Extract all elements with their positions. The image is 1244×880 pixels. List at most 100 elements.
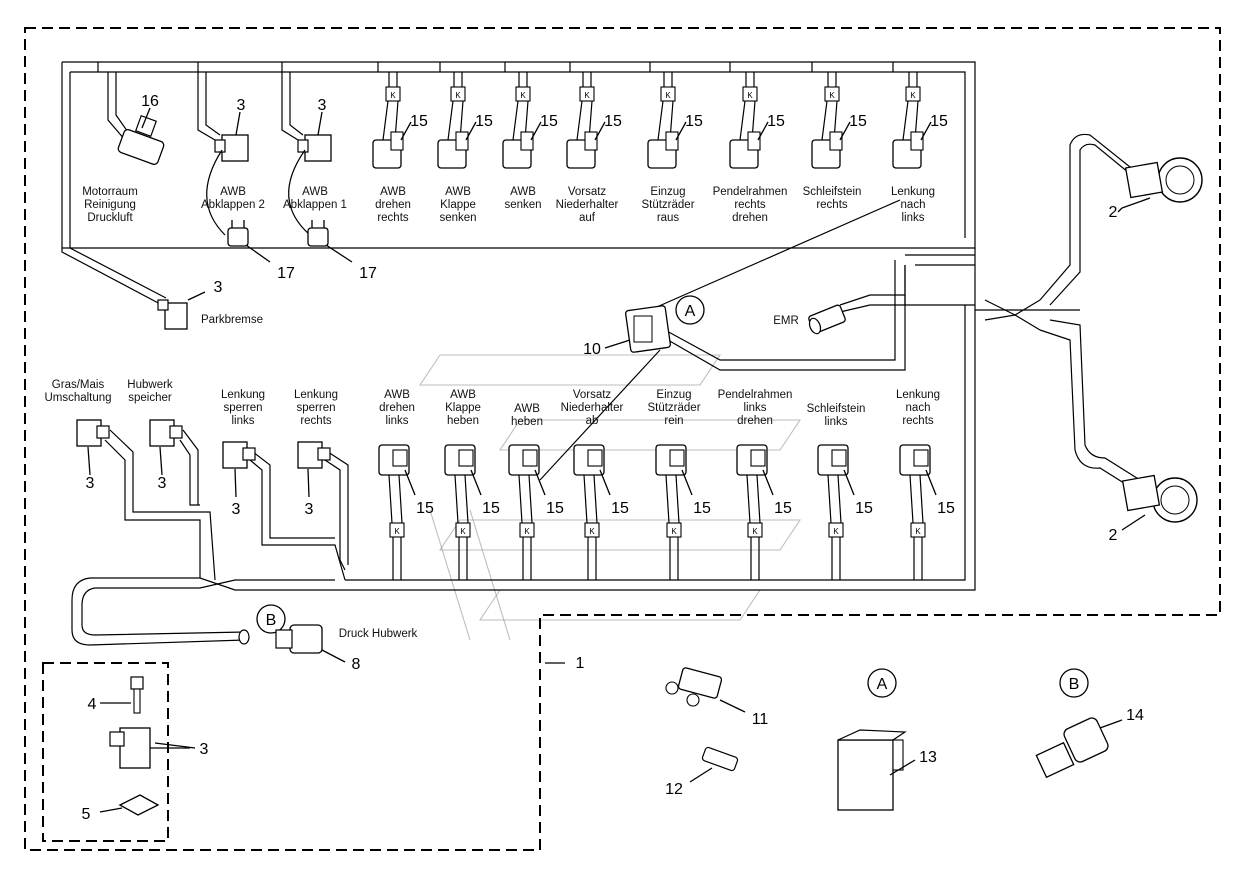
valve-connector-bottom: K 15: [573, 444, 629, 580]
item-17-b: 17: [359, 265, 377, 282]
item-3-sperren-links: 3: [232, 501, 241, 518]
callout-b: [256, 604, 286, 634]
label-line: heben: [447, 415, 479, 427]
valve-letter: K: [752, 527, 758, 536]
item-15-bottom: 15: [774, 500, 792, 517]
label-line: ab: [586, 415, 599, 427]
circular-connector-2-upper: [1121, 157, 1203, 209]
label-line: drehen: [375, 199, 411, 211]
label-line: drehen: [732, 212, 768, 224]
plug-lenkung-sperren-rechts: [297, 441, 331, 498]
label-line: AWB: [380, 186, 406, 198]
label-line: nach: [906, 402, 931, 414]
label-line: Lenkung: [294, 389, 338, 401]
valve-connector-top: K15: [811, 72, 867, 169]
label-line: Stützräder: [641, 199, 694, 211]
item-8: 8: [352, 656, 361, 673]
item-3-abk1: 3: [318, 97, 327, 114]
item-15-top: 15: [475, 113, 493, 130]
valve-letter: K: [455, 91, 461, 100]
item-15-top: 15: [685, 113, 703, 130]
valve-connector-top: K 15: [892, 72, 948, 169]
label-line: AWB: [510, 186, 536, 198]
label-line: AWB: [384, 389, 410, 401]
label-line: sperren: [224, 402, 263, 414]
label-line: Abklappen 2: [201, 199, 265, 211]
label-line: Pendelrahmen: [713, 186, 788, 198]
connector-14: [1035, 717, 1123, 779]
label-line: Schleifstein: [803, 186, 862, 198]
parkbremse-label: Parkbremse: [201, 314, 263, 326]
label-line: Klappe: [445, 402, 481, 414]
label-line: Vorsatz: [573, 389, 612, 401]
solenoid-plug-abklappen-1: [281, 72, 332, 236]
label-line: Stützräder: [647, 402, 700, 414]
label-line: AWB: [450, 389, 476, 401]
valve-letter: K: [747, 91, 753, 100]
valve-letter: K: [833, 527, 839, 536]
item-17-a: 17: [277, 265, 295, 282]
item-2-lower: 2: [1109, 527, 1118, 544]
label-line: speicher: [128, 392, 172, 404]
item-15-bottom: 15: [611, 500, 629, 517]
valve-connector-top: K15: [566, 72, 622, 169]
item-10: 10: [583, 341, 601, 358]
label-line: Lenkung: [221, 389, 265, 401]
valve-letter: K: [910, 91, 916, 100]
item-15-bottom: 15: [416, 500, 434, 517]
label-line: AWB: [514, 403, 540, 415]
item-3-gras: 3: [86, 475, 95, 492]
label-line: raus: [657, 212, 680, 224]
label-line: AWB: [445, 186, 471, 198]
valve-connector-top: K 15: [729, 72, 785, 169]
screw-4: [100, 676, 144, 714]
valve-connector-bottom: K 15: [378, 444, 434, 580]
item-15-bottom: 15: [855, 500, 873, 517]
valve-letter: K: [520, 91, 526, 100]
plug-lenkung-sperren-links: [222, 441, 256, 498]
label-line: links: [901, 212, 924, 224]
callout-a-letter: A: [685, 303, 696, 320]
label-line: links: [385, 415, 408, 427]
valve-connector-bottom: K15: [899, 444, 955, 580]
label-line: rein: [664, 415, 683, 427]
label-line: rechts: [300, 415, 332, 427]
label-line: auf: [579, 212, 596, 224]
label-line: links: [743, 402, 766, 414]
valve-letter: K: [394, 527, 400, 536]
plug-3-detail: [109, 727, 190, 769]
label-line: Einzug: [650, 186, 685, 198]
item-3-abk2: 3: [237, 97, 246, 114]
valve-connector-bottom: K15: [444, 444, 500, 580]
item-15-top: 15: [930, 113, 948, 130]
label-line: Lenkung: [896, 389, 940, 401]
valve-letter: K: [390, 91, 396, 100]
callout-a: [675, 295, 705, 325]
valve-letter: K: [460, 527, 466, 536]
top-function-labels: MotorraumReinigungDruckluftAWBAbklappen …: [82, 186, 935, 224]
valve-connector-bottom: K 15: [817, 444, 873, 580]
item-2-upper: 2: [1109, 204, 1118, 221]
label-line: Abklappen 1: [283, 199, 347, 211]
solenoid-plug-abklappen-2: [197, 72, 249, 236]
label-line: links: [824, 416, 847, 428]
item-1: 1: [576, 655, 585, 672]
item-14: 14: [1126, 707, 1144, 724]
item-11: 11: [752, 711, 769, 728]
label-line: rechts: [816, 199, 848, 211]
item-15-top: 15: [767, 113, 785, 130]
item-3-parkbremse: 3: [214, 279, 223, 296]
plug-17-a: [227, 220, 271, 263]
valve-letter: K: [589, 527, 595, 536]
